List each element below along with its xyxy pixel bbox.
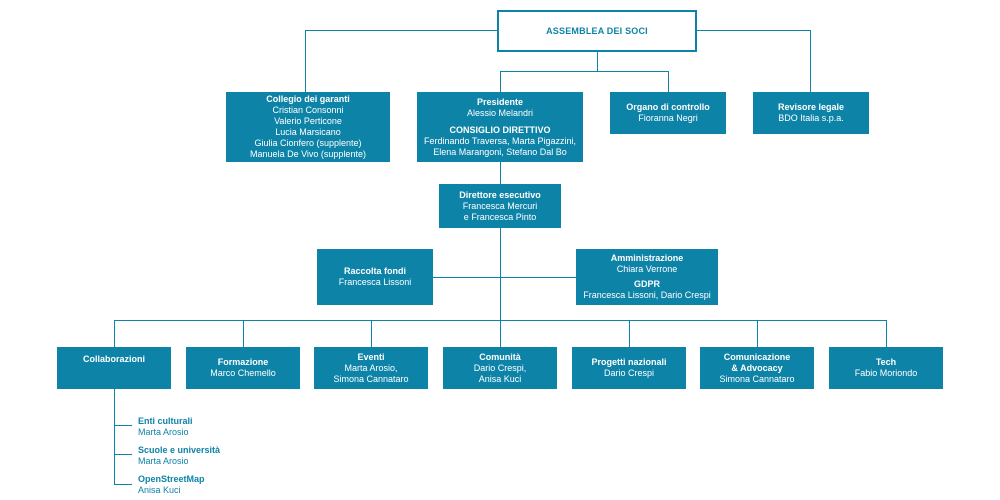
presidente-title: Presidente (476, 96, 524, 107)
garanti-member: Cristian Consonni (272, 105, 344, 115)
sub-item-name: Marta Arosio (138, 456, 189, 466)
assembly-label: ASSEMBLEA DEI SOCI (546, 26, 648, 36)
amministrazione-box: Amministrazione Chiara Verrone GDPR Fran… (576, 249, 718, 305)
sub-item-name: Marta Arosio (138, 427, 189, 437)
connector (500, 162, 501, 184)
sub-item: Enti culturali Marta Arosio (138, 416, 193, 438)
raccolta-box: Raccolta fondi Francesca Lissoni (317, 249, 433, 305)
council-line: Ferdinando Traversa, Marta Pigazzini, (423, 135, 577, 146)
connector (886, 320, 887, 347)
department-title: Comunicazione (723, 351, 791, 362)
raccolta-name: Francesca Lissoni (338, 277, 412, 287)
controllo-box: Organo di controllo Fioranna Negri (610, 92, 726, 134)
department-title-cont: & Advocacy (731, 362, 783, 373)
connector (371, 320, 372, 347)
controllo-title: Organo di controllo (626, 102, 710, 112)
connector (114, 425, 132, 426)
department-title: Comunità (479, 351, 521, 362)
council-title: CONSIGLIO DIRETTIVO (449, 124, 551, 135)
department-title: Formazione (217, 357, 269, 367)
garanti-member: Valerio Perticone (274, 116, 342, 126)
sub-item-title: OpenStreetMap (138, 474, 205, 484)
connector (305, 30, 306, 92)
sub-item: Scuole e università Marta Arosio (138, 445, 220, 467)
department-member: Simona Cannataro (719, 373, 795, 384)
amministrazione-title: Amministrazione (610, 253, 684, 263)
department-title: Tech (875, 357, 897, 367)
department-box: Tech Fabio Moriondo (829, 347, 943, 389)
department-member: Dario Crespi (603, 368, 654, 378)
presidente-name: Alessio Melandri (466, 107, 534, 118)
garanti-title: Collegio dei garanti (266, 94, 350, 104)
garanti-box: Collegio dei garanti Cristian Consonni V… (226, 92, 390, 162)
department-box: Formazione Marco Chemello (186, 347, 300, 389)
connector (305, 30, 497, 31)
connector (500, 71, 668, 72)
sub-item-title: Enti culturali (138, 416, 193, 426)
amministrazione-name: Chiara Verrone (616, 264, 678, 274)
revisore-title: Revisore legale (777, 102, 845, 112)
department-title: Collaborazioni (82, 354, 145, 364)
department-box: Collaborazioni (57, 347, 171, 389)
sub-item: OpenStreetMap Anisa Kuci (138, 474, 205, 496)
connector (500, 228, 501, 320)
department-box: Eventi Marta Arosio, Simona Cannataro (314, 347, 428, 389)
connector (810, 30, 811, 92)
direttore-box: Direttore esecutivo Francesca Mercuri e … (439, 184, 561, 228)
council-line: Elena Marangoni, Stefano Dal Bo (433, 146, 567, 157)
connector (500, 320, 501, 347)
gdpr-title: GDPR (633, 279, 660, 289)
department-member: Marta Arosio, (344, 362, 398, 373)
revisore-name: BDO Italia s.p.a. (778, 113, 844, 123)
garanti-member: Giulia Cionfero (supplente) (254, 138, 362, 148)
connector (697, 30, 810, 31)
sub-item-name: Anisa Kuci (138, 485, 181, 495)
department-member: Anisa Kuci (478, 373, 522, 384)
connector (243, 320, 244, 347)
controllo-name: Fioranna Negri (638, 113, 698, 123)
direttore-line: e Francesca Pinto (463, 211, 537, 222)
connector (597, 52, 598, 72)
sub-item-title: Scuole e università (138, 445, 221, 455)
connector (668, 71, 669, 92)
department-title: Progetti nazionali (591, 357, 667, 367)
connector (114, 454, 132, 455)
revisore-box: Revisore legale BDO Italia s.p.a. (753, 92, 869, 134)
connector (114, 320, 115, 347)
department-box: Comunità Dario Crespi, Anisa Kuci (443, 347, 557, 389)
presidente-box: Presidente Alessio Melandri CONSIGLIO DI… (417, 92, 583, 162)
connector (114, 389, 115, 484)
department-box: Progetti nazionali Dario Crespi (572, 347, 686, 389)
department-member: Marco Chemello (210, 368, 276, 378)
department-box: Comunicazione & Advocacy Simona Cannatar… (700, 347, 814, 389)
garanti-member: Manuela De Vivo (supplente) (250, 149, 366, 159)
connector (114, 484, 132, 485)
direttore-line: Francesca Mercuri (462, 200, 538, 211)
assembly-box: ASSEMBLEA DEI SOCI (497, 10, 697, 52)
department-member: Simona Cannataro (333, 373, 409, 384)
connector (500, 71, 501, 92)
raccolta-title: Raccolta fondi (343, 266, 406, 276)
department-title: Eventi (357, 351, 385, 362)
connector (629, 320, 630, 347)
garanti-member: Lucia Marsicano (275, 127, 341, 137)
connector (433, 277, 576, 278)
gdpr-name: Francesca Lissoni, Dario Crespi (583, 290, 711, 300)
connector (757, 320, 758, 347)
direttore-title: Direttore esecutivo (459, 189, 541, 200)
department-member: Fabio Moriondo (854, 368, 918, 378)
department-member: Dario Crespi, (473, 362, 527, 373)
